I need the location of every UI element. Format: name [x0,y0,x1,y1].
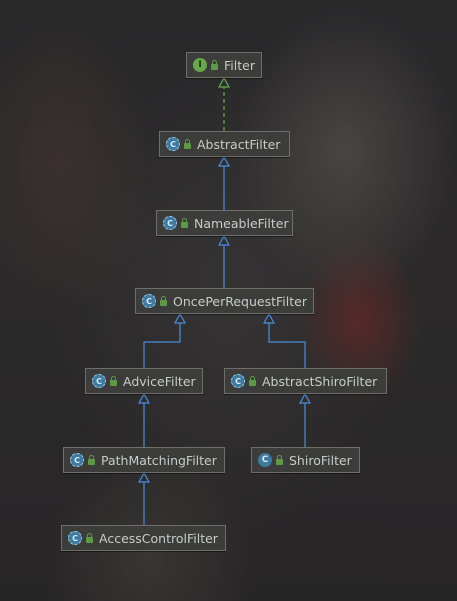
node-label-once-per-request-filter: OncePerRequestFilter [173,293,307,309]
public-lock-icon [184,138,191,149]
edge-abstract-shiro-extends-once-per-request [268,323,306,368]
node-nameable-filter[interactable]: C NameableFilter [156,210,293,236]
arrowhead-path-matching-filter [137,471,151,483]
arrowhead-abstract-filter [217,155,231,167]
node-label-filter: Filter [224,57,255,73]
node-label-path-matching-filter: PathMatchingFilter [101,452,217,468]
public-lock-icon [86,532,93,543]
public-lock-icon [88,454,95,465]
arrowhead-nameable-filter [217,234,231,246]
node-filter[interactable]: I Filter [186,52,262,78]
node-abstract-shiro-filter[interactable]: C AbstractShiroFilter [224,368,387,394]
public-lock-icon [249,375,256,386]
node-advice-filter[interactable]: C AdviceFilter [85,368,203,394]
abstract-class-icon: C [70,453,84,467]
public-lock-icon [110,375,117,386]
arrowhead-filter [217,76,231,88]
interface-icon: I [193,58,207,72]
class-icon: C [258,453,272,467]
public-lock-icon [276,454,283,465]
node-label-advice-filter: AdviceFilter [123,373,196,389]
node-label-nameable-filter: NameableFilter [194,215,289,231]
arrowhead-once-per-request-left [173,312,187,324]
arrowhead-abstract-shiro-filter [298,392,312,404]
arrowhead-advice-filter [137,392,151,404]
public-lock-icon [160,295,167,306]
abstract-class-icon: C [231,374,245,388]
node-label-abstract-filter: AbstractFilter [197,136,281,152]
abstract-class-icon: C [166,137,180,151]
abstract-class-icon: C [163,216,177,230]
arrowhead-once-per-request-right [262,312,276,324]
node-once-per-request-filter[interactable]: C OncePerRequestFilter [135,288,314,314]
node-path-matching-filter[interactable]: C PathMatchingFilter [63,447,225,473]
node-shiro-filter[interactable]: C ShiroFilter [251,447,360,473]
node-label-access-control-filter: AccessControlFilter [99,530,218,546]
public-lock-icon [181,217,188,228]
node-abstract-filter[interactable]: C AbstractFilter [159,131,290,157]
node-access-control-filter[interactable]: C AccessControlFilter [61,525,226,551]
public-lock-icon [211,59,218,70]
node-label-abstract-shiro-filter: AbstractShiroFilter [262,373,378,389]
abstract-class-icon: C [68,531,82,545]
abstract-class-icon: C [92,374,106,388]
node-label-shiro-filter: ShiroFilter [289,452,352,468]
edge-advice-extends-once-per-request [143,323,181,368]
abstract-class-icon: C [142,294,156,308]
